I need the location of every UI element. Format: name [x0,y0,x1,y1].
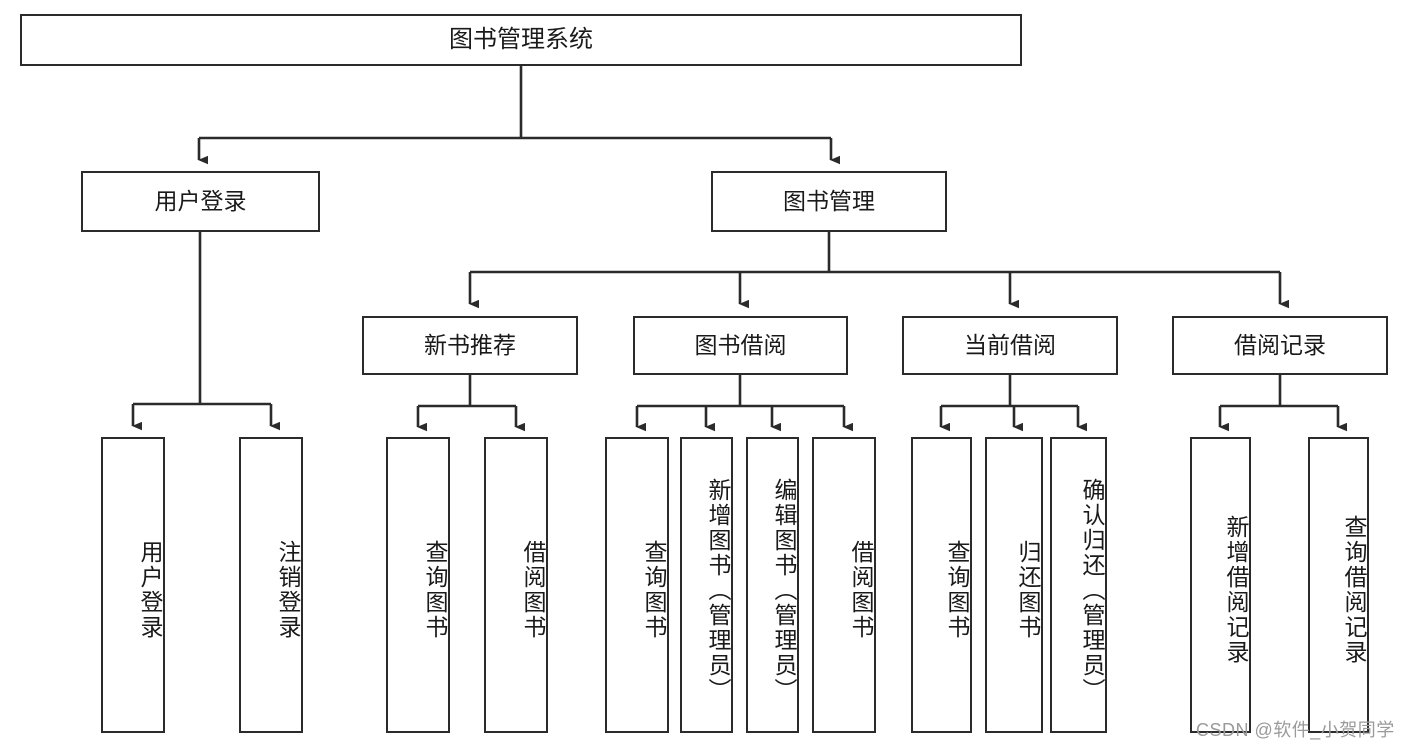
node-label: 编辑图书（管理员） [771,477,797,703]
node-label: 图书借阅 [694,331,787,358]
node-label: 借阅图书 [520,540,546,640]
node-leaf-5[interactable]: 查询图书 [605,437,669,733]
node-label: 用户登录 [154,187,247,214]
node-label: 查询图书 [944,540,970,640]
node-level1-1[interactable]: 用户登录 [81,171,320,232]
edge-group-root [197,66,840,165]
node-level2-2[interactable]: 图书借阅 [633,316,848,375]
node-label: 当前借阅 [964,331,1056,358]
node-level2-4[interactable]: 借阅记录 [1172,316,1388,375]
node-label: 用户登录 [137,540,163,640]
node-label: 借阅图书 [848,540,874,640]
edge-group-new-book [416,375,525,432]
node-leaf-13[interactable]: 查询借阅记录 [1308,437,1369,733]
node-label: 查询图书 [641,540,667,640]
node-label: 图书管理系统 [449,25,593,53]
node-leaf-10[interactable]: 归还图书 [985,437,1043,733]
node-label: 注销登录 [275,540,301,640]
edge-group-user-login [131,232,280,431]
node-leaf-2[interactable]: 注销登录 [239,437,303,733]
node-label: 查询借阅记录 [1341,515,1367,665]
node-leaf-9[interactable]: 查询图书 [911,437,972,733]
node-level1-2[interactable]: 图书管理 [711,171,947,232]
node-leaf-1[interactable]: 用户登录 [101,437,165,733]
edge-group-book-mgmt [468,232,1289,309]
node-label: 查询图书 [422,540,448,640]
node-label: 借阅记录 [1234,331,1326,358]
csdn-watermark: CSDN @软件_小贺同学 [1196,720,1395,740]
node-label: 新书推荐 [424,331,516,358]
node-level2-1[interactable]: 新书推荐 [362,316,578,375]
node-leaf-6[interactable]: 新增图书（管理员） [680,437,733,733]
node-label: 新增借阅记录 [1223,515,1249,665]
node-leaf-8[interactable]: 借阅图书 [812,437,876,733]
node-leaf-7[interactable]: 编辑图书（管理员） [746,437,799,733]
node-leaf-11[interactable]: 确认归还（管理员） [1050,437,1107,733]
node-leaf-3[interactable]: 查询图书 [386,437,450,733]
node-leaf-12[interactable]: 新增借阅记录 [1190,437,1251,733]
node-level2-3[interactable]: 当前借阅 [902,316,1118,375]
node-label: 新增图书（管理员） [705,477,731,703]
node-root-system[interactable]: 图书管理系统 [20,14,1022,66]
node-label: 图书管理 [783,187,875,214]
node-label: 确认归还（管理员） [1079,477,1105,703]
node-label: 归还图书 [1015,540,1041,640]
edge-group-current-borrow [939,375,1087,432]
edge-group-borrow [635,375,853,432]
edge-group-borrow-record [1218,375,1347,432]
node-leaf-4[interactable]: 借阅图书 [484,437,548,733]
